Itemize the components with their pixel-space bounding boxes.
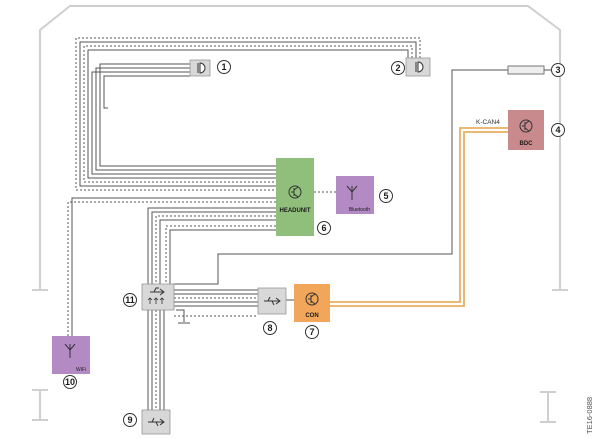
callout-8-circle: [263, 321, 277, 335]
callout-2-circle: [391, 61, 405, 75]
usb-port-8-icon: [264, 296, 281, 306]
usb-harness: [147, 69, 508, 410]
callout-2: 2: [395, 63, 400, 73]
headunit-box: [276, 158, 314, 236]
con-transistor-leads: [308, 293, 316, 305]
callout-9: 9: [127, 415, 132, 425]
harness-wire-8: [103, 75, 190, 109]
usb-hub-arrows: [147, 297, 165, 304]
con-label: CON: [305, 313, 318, 319]
callout-3-circle: [551, 63, 565, 77]
reference-code: TE16-0888: [585, 397, 594, 434]
bus-label: K-CAN4: [476, 119, 500, 126]
callout-10-circle: [63, 375, 77, 389]
callout-5: 5: [383, 191, 388, 201]
wifi-harness: [67, 197, 276, 336]
usb-wire-4: [159, 219, 276, 290]
bus-wire-2: [330, 131, 508, 307]
callout-8: 8: [267, 323, 272, 333]
usb-wire-3: [155, 215, 276, 290]
k-can-bus: [330, 127, 508, 307]
harness-wire-4: [87, 49, 409, 179]
microphone-2-icon: [415, 61, 424, 73]
bluetooth-label: Bluetooth: [349, 207, 370, 213]
harness-wire-5: [83, 45, 413, 183]
bdc-transistor-leads: [522, 120, 530, 132]
microphone-harness: [75, 37, 421, 191]
harness-wire-7: [75, 37, 421, 191]
bluetooth-box: [336, 176, 374, 214]
callouts: [63, 60, 565, 427]
callout-4: 4: [555, 125, 560, 135]
usb-port-8: [257, 287, 287, 315]
callout-6: 6: [321, 223, 326, 233]
headunit-transistor-icon: [288, 185, 302, 199]
con-transistor-icon: [305, 292, 319, 306]
usb-wire-1: [147, 207, 276, 290]
callout-numbers: 1 2 3 4 5 6 7 8 9 10 11: [65, 62, 561, 425]
callout-6-circle: [317, 221, 331, 235]
callout-9-circle: [123, 413, 137, 427]
microphone-2: [405, 57, 431, 77]
wifi-wire-solid: [71, 197, 276, 336]
hub-ground: [176, 309, 185, 322]
callout-4-circle: [551, 123, 565, 137]
microphone-1-icon: [197, 62, 206, 74]
hub-to-connector: [174, 69, 508, 285]
callout-11-circle: [123, 293, 137, 307]
usb-port-8-box: [257, 287, 287, 315]
bluetooth-module: Bluetooth: [336, 176, 374, 214]
bdc-label: BDC: [520, 141, 534, 147]
usb-hub: [141, 283, 175, 311]
bus-wire-1: [330, 127, 508, 303]
wifi-module: WiFi: [52, 336, 90, 374]
callout-10: 10: [65, 377, 75, 387]
callout-3: 3: [555, 65, 560, 75]
headunit-transistor-leads: [291, 186, 299, 198]
wifi-label: WiFi: [76, 367, 86, 373]
wifi-box: [52, 336, 90, 374]
outline-top: [39, 5, 561, 290]
harness-wire-1: [99, 63, 276, 167]
usb-port-9: [141, 409, 171, 435]
connector-body: [507, 65, 545, 75]
usb-wire-5: [165, 225, 276, 290]
harness-wire-6: [79, 41, 417, 187]
bdc-transistor-icon: [519, 119, 533, 133]
con-box: [294, 284, 330, 322]
bluetooth-antenna-icon: [346, 185, 358, 200]
callout-11: 11: [125, 295, 135, 305]
headunit-label: HEADUNIT: [280, 208, 311, 214]
usb-wire-6: [169, 229, 276, 290]
callout-5-circle: [379, 189, 393, 203]
usb-wire-2: [151, 211, 276, 290]
usb-hub-usb-icon: [150, 287, 165, 296]
wifi-wire-dotted: [67, 201, 276, 336]
harness-wire-2: [95, 67, 276, 171]
wifi-antenna-icon: [64, 343, 76, 358]
usb-port-9-icon: [148, 417, 165, 427]
microphone-1: [189, 59, 211, 77]
con-module: CON: [294, 284, 330, 322]
harness-wire-3: [91, 71, 276, 175]
bdc-box: [508, 110, 544, 150]
callout-1-circle: [217, 60, 231, 74]
callout-7: 7: [309, 327, 314, 337]
headunit: HEADUNIT: [276, 158, 314, 236]
bdc-module: BDC: [508, 110, 544, 150]
callout-1: 1: [221, 62, 226, 72]
callout-7-circle: [305, 325, 319, 339]
